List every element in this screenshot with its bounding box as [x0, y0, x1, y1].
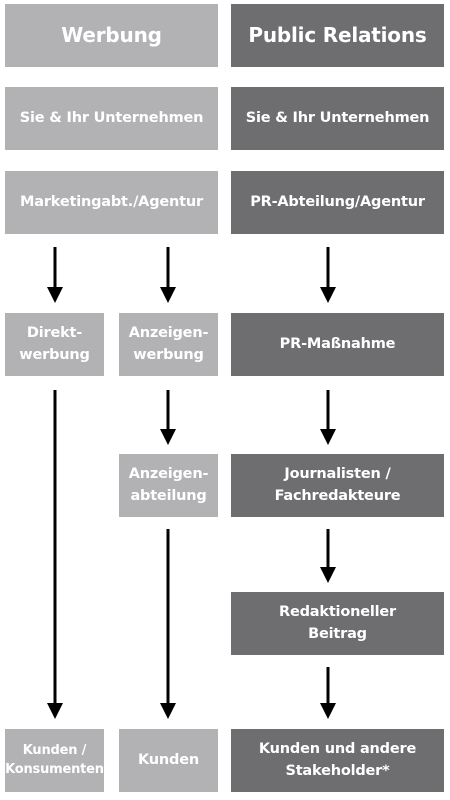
arrow-agency-to-ads [160, 247, 176, 303]
arrow-measure-to-journalists [320, 390, 336, 445]
pr-company-box: Sie & Ihr Unternehmen [231, 87, 444, 150]
editorial-article-box: Redaktioneller Beitrag [231, 592, 444, 655]
pr-department-box: PR-Abteilung/Agentur [231, 171, 444, 234]
print-advertising-box: Anzeigen- werbung [119, 313, 218, 376]
werbung-company-box: Sie & Ihr Unternehmen [5, 87, 218, 150]
werbung-header: Werbung [5, 4, 218, 67]
stakeholders-box: Kunden und andere Stakeholder* [231, 729, 444, 792]
journalists-box: Journalisten / Fachredakteure [231, 454, 444, 517]
customers-box: Kunden [119, 729, 218, 792]
arrow-agency-to-direct [47, 247, 63, 303]
ad-department-box: Anzeigen- abteilung [119, 454, 218, 517]
direct-advertising-box: Direkt- werbung [5, 313, 104, 376]
arrow-ads-to-ad-dept [160, 390, 176, 445]
arrow-journalists-to-editorial [320, 529, 336, 583]
arrow-pr-dept-to-measure [320, 247, 336, 303]
arrow-direct-to-customers [47, 390, 63, 719]
arrow-ad-dept-to-customers [160, 529, 176, 719]
arrow-editorial-to-stakeholders [320, 667, 336, 719]
pr-header: Public Relations [231, 4, 444, 67]
werbung-agency-box: Marketingabt./Agentur [5, 171, 218, 234]
customers-consumers-box: Kunden / Konsumenten [5, 729, 104, 792]
pr-measure-box: PR-Maßnahme [231, 313, 444, 376]
